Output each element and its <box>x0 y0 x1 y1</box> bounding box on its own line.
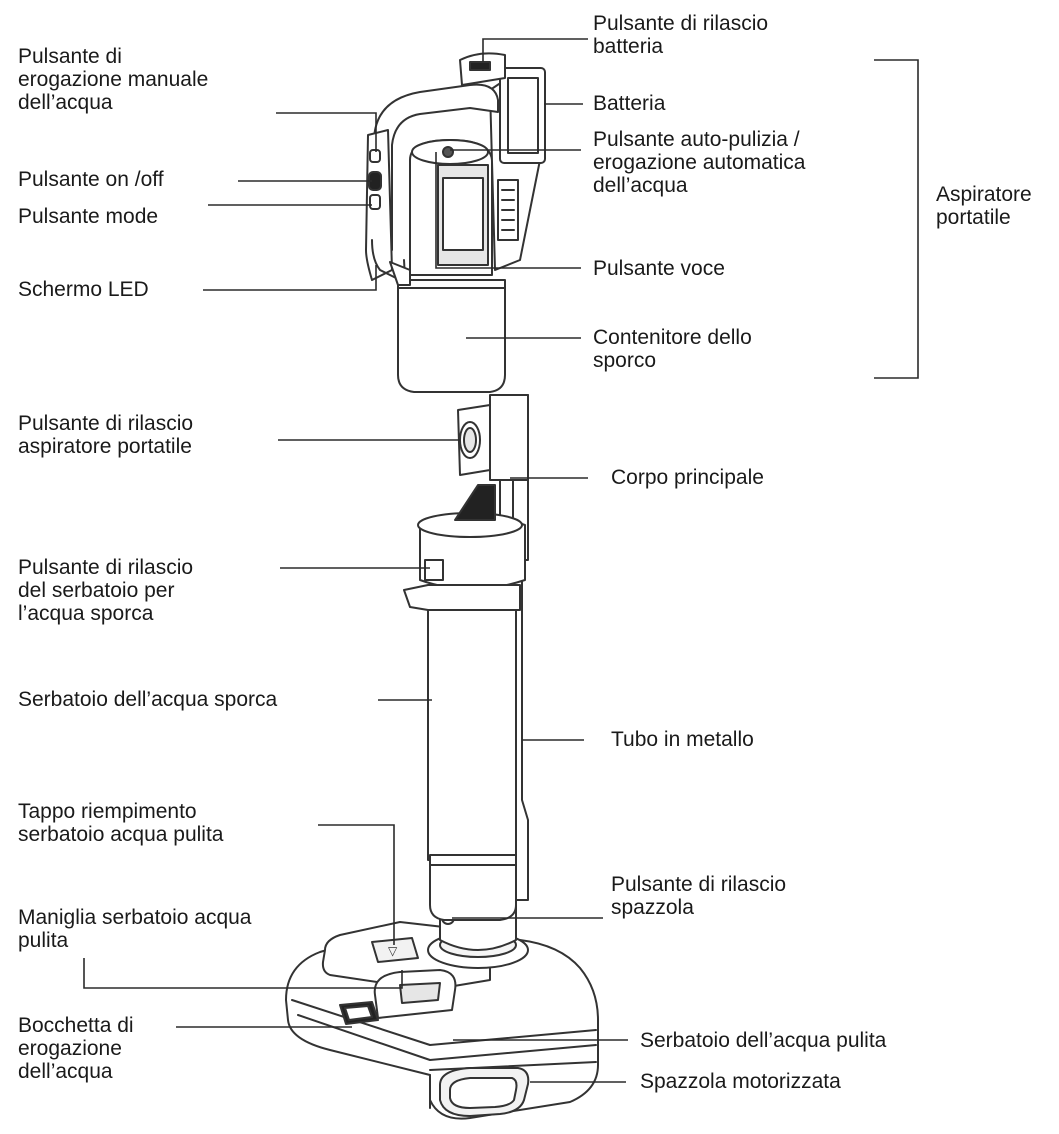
label-dust-container: Contenitore dello sporco <box>593 326 752 372</box>
label-manual-water-button: Pulsante di erogazione manuale dell’acqu… <box>18 45 209 114</box>
leader-battery-release <box>482 38 588 62</box>
fill-cap-part <box>371 937 419 963</box>
label-clean-tank-handle: Maniglia serbatoio acqua pulita <box>18 906 252 952</box>
battery-release-button-part <box>469 61 491 71</box>
leader-clean-handle <box>83 958 403 989</box>
leader-fill-cap <box>318 824 395 945</box>
leader-led <box>203 265 377 291</box>
dirty-tank-release-button-part <box>424 559 444 581</box>
label-motorized-brush: Spazzola motorizzata <box>640 1070 841 1093</box>
mode-button-part <box>369 194 381 210</box>
leader-manual-water <box>276 112 377 152</box>
label-led-screen: Schermo LED <box>18 278 149 301</box>
label-metal-tube: Tubo in metallo <box>611 728 754 751</box>
label-voice-button: Pulsante voce <box>593 257 725 280</box>
label-battery-release-button: Pulsante di rilascio batteria <box>593 12 769 58</box>
handheld-vacuum-part <box>365 52 546 481</box>
dirty-water-tank-part <box>403 484 526 921</box>
label-clean-tank-fill-cap: Tappo riempimento serbatoio acqua pulita <box>18 800 224 846</box>
label-handheld-vacuum: Aspiratore portatile <box>936 183 1032 229</box>
self-clean-button-part <box>442 146 454 158</box>
label-water-nozzle: Bocchetta di erogazione dell’acqua <box>18 1014 134 1083</box>
svg-text:▽: ▽ <box>388 944 398 958</box>
leader-voice <box>435 152 581 269</box>
label-dirty-tank-release-button: Pulsante di rilascio del serbatoio per l… <box>18 556 194 625</box>
label-dirty-water-tank: Serbatoio dell’acqua sporca <box>18 688 278 711</box>
label-onoff-button: Pulsante on /off <box>18 168 164 191</box>
label-mode-button: Pulsante mode <box>18 205 159 228</box>
bracket-handheld <box>874 59 919 379</box>
motorized-brush-head: ▽ <box>285 894 599 1120</box>
manual-water-button-part <box>369 149 381 163</box>
label-main-body: Corpo principale <box>611 466 764 489</box>
label-handheld-release-button: Pulsante di rilascio aspiratore portatil… <box>18 412 194 458</box>
label-clean-water-tank: Serbatoio dell’acqua pulita <box>640 1029 887 1052</box>
label-battery: Batteria <box>593 92 666 115</box>
label-self-clean-button: Pulsante auto-pulizia / erogazione autom… <box>593 128 806 197</box>
leader-lines <box>83 38 919 1083</box>
label-brush-release-button: Pulsante di rilascio spazzola <box>611 873 787 919</box>
